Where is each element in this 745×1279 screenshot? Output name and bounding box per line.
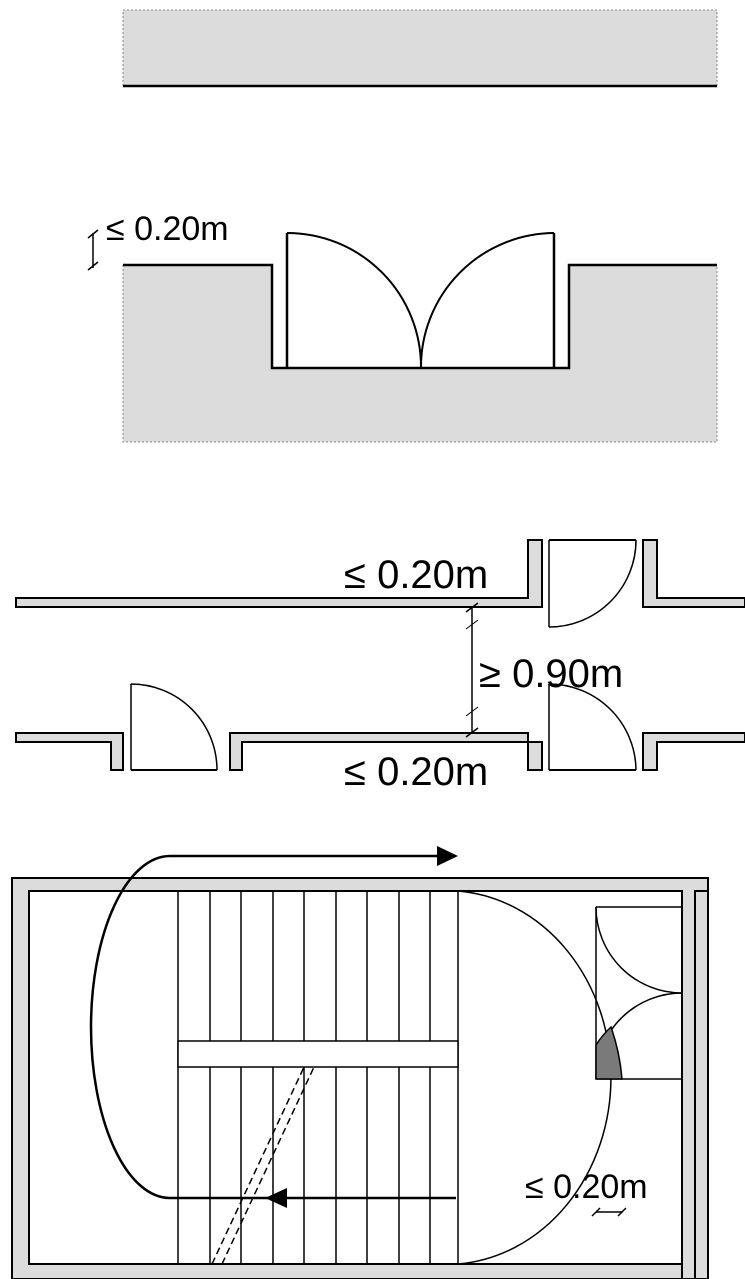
stairwell-right-wall xyxy=(694,890,709,1279)
corridor-top-door-swing xyxy=(548,539,637,628)
corridor-bottom-wall-right xyxy=(642,732,745,771)
stair-center-band xyxy=(177,1040,459,1068)
corridor-width-dimension xyxy=(465,602,479,738)
stairwell-top-edge xyxy=(12,877,709,891)
stair-cut-line-b xyxy=(221,1066,315,1265)
corridor-top-wall-right xyxy=(642,539,745,608)
double-door-recess-panel: ≤ 0.20m xyxy=(87,210,718,443)
corridor-top-recess-label: ≤ 0.20m xyxy=(344,553,488,597)
stair-treads xyxy=(177,891,459,1264)
left-door-swing xyxy=(286,232,423,369)
stair-walking-line-curve xyxy=(89,854,456,1200)
stair-landing-label: ≤ 0.20m xyxy=(525,1168,648,1206)
corridor-width-label: ≥ 0.90m xyxy=(479,652,623,696)
door-landing-overlap xyxy=(595,1025,623,1080)
recess-wall-outline-dotted xyxy=(122,265,718,443)
corridor-bottom-left-door-swing xyxy=(130,683,218,771)
stair-down-arrowhead xyxy=(265,1188,287,1208)
right-door-swing xyxy=(419,232,555,369)
stair-up-arrowhead xyxy=(437,846,458,866)
plain-wall-panel xyxy=(122,9,718,88)
stairwell-panel: ≤ 0.20m xyxy=(11,846,709,1279)
corridor-bottom-wall-mid xyxy=(229,732,543,771)
corridor-top-wall xyxy=(15,539,543,608)
corridor-bottom-wall-left xyxy=(15,732,124,771)
plain-wall-fill xyxy=(122,9,718,87)
corridor-bottom-right-door-swing xyxy=(548,683,637,771)
door-recess-label: ≤ 0.20m xyxy=(106,210,229,248)
corridor-panel: ≤ 0.20m ≥ 0.90m ≤ 0.20m xyxy=(15,539,745,794)
landing-turning-arc xyxy=(457,890,612,1265)
corridor-bottom-recess-label: ≤ 0.20m xyxy=(344,750,488,794)
stair-landing-dimension xyxy=(591,1207,627,1217)
stair-door-upper-swing xyxy=(595,906,683,994)
stair-cut-line-a xyxy=(211,1066,305,1265)
door-recess-dimension xyxy=(87,229,99,271)
